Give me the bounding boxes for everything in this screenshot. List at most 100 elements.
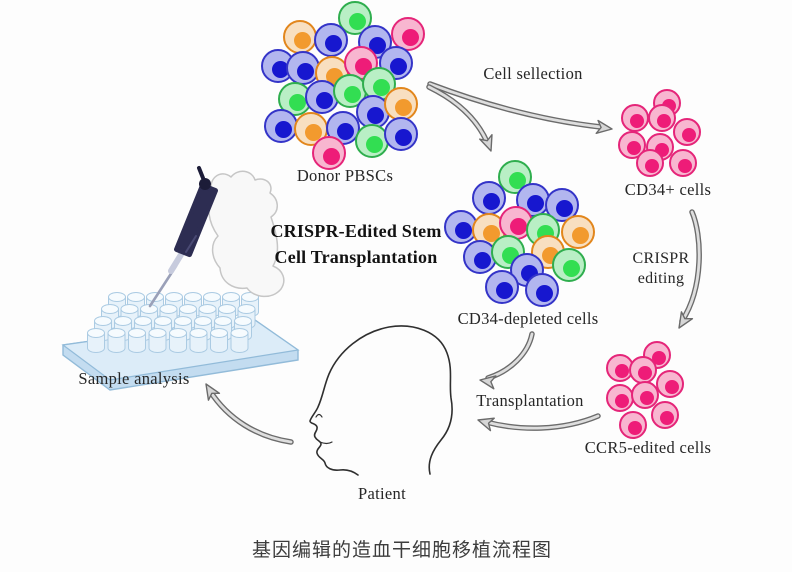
cd34-depleted-label: CD34-depleted cells bbox=[457, 309, 599, 328]
cell-nucleus bbox=[563, 259, 581, 278]
ccr5-edited-cell bbox=[619, 411, 647, 439]
cd34-depleted-cell bbox=[525, 273, 559, 307]
cell-nucleus bbox=[527, 194, 545, 213]
cell-nucleus bbox=[640, 390, 655, 405]
ccr5-edited-cell bbox=[606, 384, 634, 412]
donor-pbscs-cell bbox=[355, 124, 389, 158]
donor-pbscs-cell bbox=[333, 74, 367, 108]
well-plate-wells bbox=[87, 292, 259, 353]
cell-nucleus bbox=[483, 192, 501, 211]
cell-nucleus bbox=[275, 120, 293, 139]
cell-nucleus bbox=[305, 123, 323, 142]
arrow-to-depleted bbox=[426, 84, 493, 152]
cell-nucleus bbox=[349, 12, 367, 31]
ccr5-edited-label: CCR5-edited cells bbox=[584, 438, 712, 457]
crispr-editing-label-line1: CRISPR bbox=[632, 250, 690, 267]
sample-analysis-label: Sample analysis bbox=[78, 369, 190, 388]
ccr5-edited-cell bbox=[656, 370, 684, 398]
well-plate bbox=[61, 292, 300, 391]
arrow-crispr-editing bbox=[678, 209, 702, 329]
cell-nucleus bbox=[682, 127, 697, 142]
diagram-title-line1: CRISPR-Edited Stem bbox=[270, 221, 442, 241]
patient-head-outline bbox=[309, 325, 453, 476]
cd34-cells-label: CD34+ cells bbox=[624, 180, 712, 199]
cell-nucleus bbox=[536, 284, 554, 303]
gloved-hand bbox=[208, 170, 285, 298]
cell-nucleus bbox=[660, 410, 675, 425]
transplantation-label: Transplantation bbox=[476, 391, 584, 410]
cell-nucleus bbox=[509, 171, 527, 190]
cell-nucleus bbox=[678, 158, 693, 173]
cell-nucleus bbox=[615, 363, 630, 378]
cell-nucleus bbox=[390, 57, 408, 76]
cell-nucleus bbox=[638, 365, 653, 380]
crispr-editing-label-line2: editing bbox=[637, 270, 685, 287]
cell-nucleus bbox=[289, 93, 307, 112]
cell-nucleus bbox=[294, 31, 312, 50]
cell-nucleus bbox=[627, 140, 642, 155]
ccr5-edited-cell bbox=[631, 381, 659, 409]
donor-pbscs-cell bbox=[379, 46, 413, 80]
cd34-positive-cell bbox=[618, 131, 646, 159]
cell-nucleus bbox=[402, 28, 420, 47]
cell-nucleus bbox=[369, 36, 387, 55]
cd34-positive-cell bbox=[673, 118, 701, 146]
cell-nucleus bbox=[316, 91, 334, 110]
figure-caption: 基因编辑的造血干细胞移植流程图 bbox=[251, 540, 553, 561]
cell-nucleus bbox=[483, 224, 501, 243]
ccr5-edited-cell bbox=[651, 401, 679, 429]
donor-pbscs-cell bbox=[286, 51, 320, 85]
donor-pbscs-cell bbox=[312, 136, 346, 170]
cell-nucleus bbox=[496, 281, 514, 300]
cell-nucleus bbox=[474, 251, 492, 270]
cell-nucleus bbox=[657, 113, 672, 128]
cell-nucleus bbox=[373, 78, 391, 97]
cd34-positive-cell bbox=[669, 149, 697, 177]
cell-nucleus bbox=[325, 34, 343, 53]
cell-nucleus bbox=[297, 62, 315, 81]
cell-nucleus bbox=[272, 60, 290, 79]
cd34-positive-cell bbox=[648, 104, 676, 132]
cell-selection-label: Cell sellection bbox=[483, 64, 583, 83]
donor-pbscs-cell bbox=[391, 17, 425, 51]
cell-nucleus bbox=[455, 221, 473, 240]
arrow-sample-analysis bbox=[205, 383, 294, 445]
cd34-depleted-cell bbox=[485, 270, 519, 304]
cell-nucleus bbox=[630, 113, 645, 128]
donor-pbscs-cell bbox=[294, 112, 328, 146]
cell-nucleus bbox=[367, 106, 385, 125]
cell-nucleus bbox=[556, 199, 574, 218]
cell-nucleus bbox=[665, 379, 680, 394]
cd34-depleted-cell bbox=[552, 248, 586, 282]
cell-nucleus bbox=[395, 98, 413, 117]
cell-nucleus bbox=[510, 217, 528, 236]
cell-nucleus bbox=[323, 147, 341, 166]
donor-pbscs-cell bbox=[278, 82, 312, 116]
cd34-positive-cell bbox=[636, 149, 664, 177]
cell-nucleus bbox=[366, 135, 384, 154]
donor-pbscs-cell bbox=[314, 23, 348, 57]
cell-nucleus bbox=[645, 158, 660, 173]
cell-nucleus bbox=[615, 393, 630, 408]
cell-nucleus bbox=[652, 350, 667, 365]
arrow-cell-selection bbox=[427, 81, 613, 135]
cell-nucleus bbox=[344, 85, 362, 104]
donor-pbscs-label: Donor PBSCs bbox=[296, 166, 394, 185]
diagram-title: CRISPR-Edited Stem Cell Transplantation bbox=[270, 218, 441, 270]
cd34-depleted-cell bbox=[561, 215, 595, 249]
pipette bbox=[148, 166, 218, 308]
cell-nucleus bbox=[572, 226, 590, 245]
donor-pbscs-cell bbox=[384, 117, 418, 151]
arrow-transplantation-lower bbox=[477, 413, 601, 432]
cd34-depleted-cell bbox=[510, 253, 544, 287]
donor-pbscs-cell bbox=[384, 87, 418, 121]
diagram-title-line2: Cell Transplantation bbox=[274, 247, 438, 267]
donor-pbscs-cell bbox=[264, 109, 298, 143]
cell-nucleus bbox=[628, 420, 643, 435]
cell-nucleus bbox=[395, 128, 413, 147]
crispr-editing-label: CRISPR editing bbox=[633, 249, 690, 289]
